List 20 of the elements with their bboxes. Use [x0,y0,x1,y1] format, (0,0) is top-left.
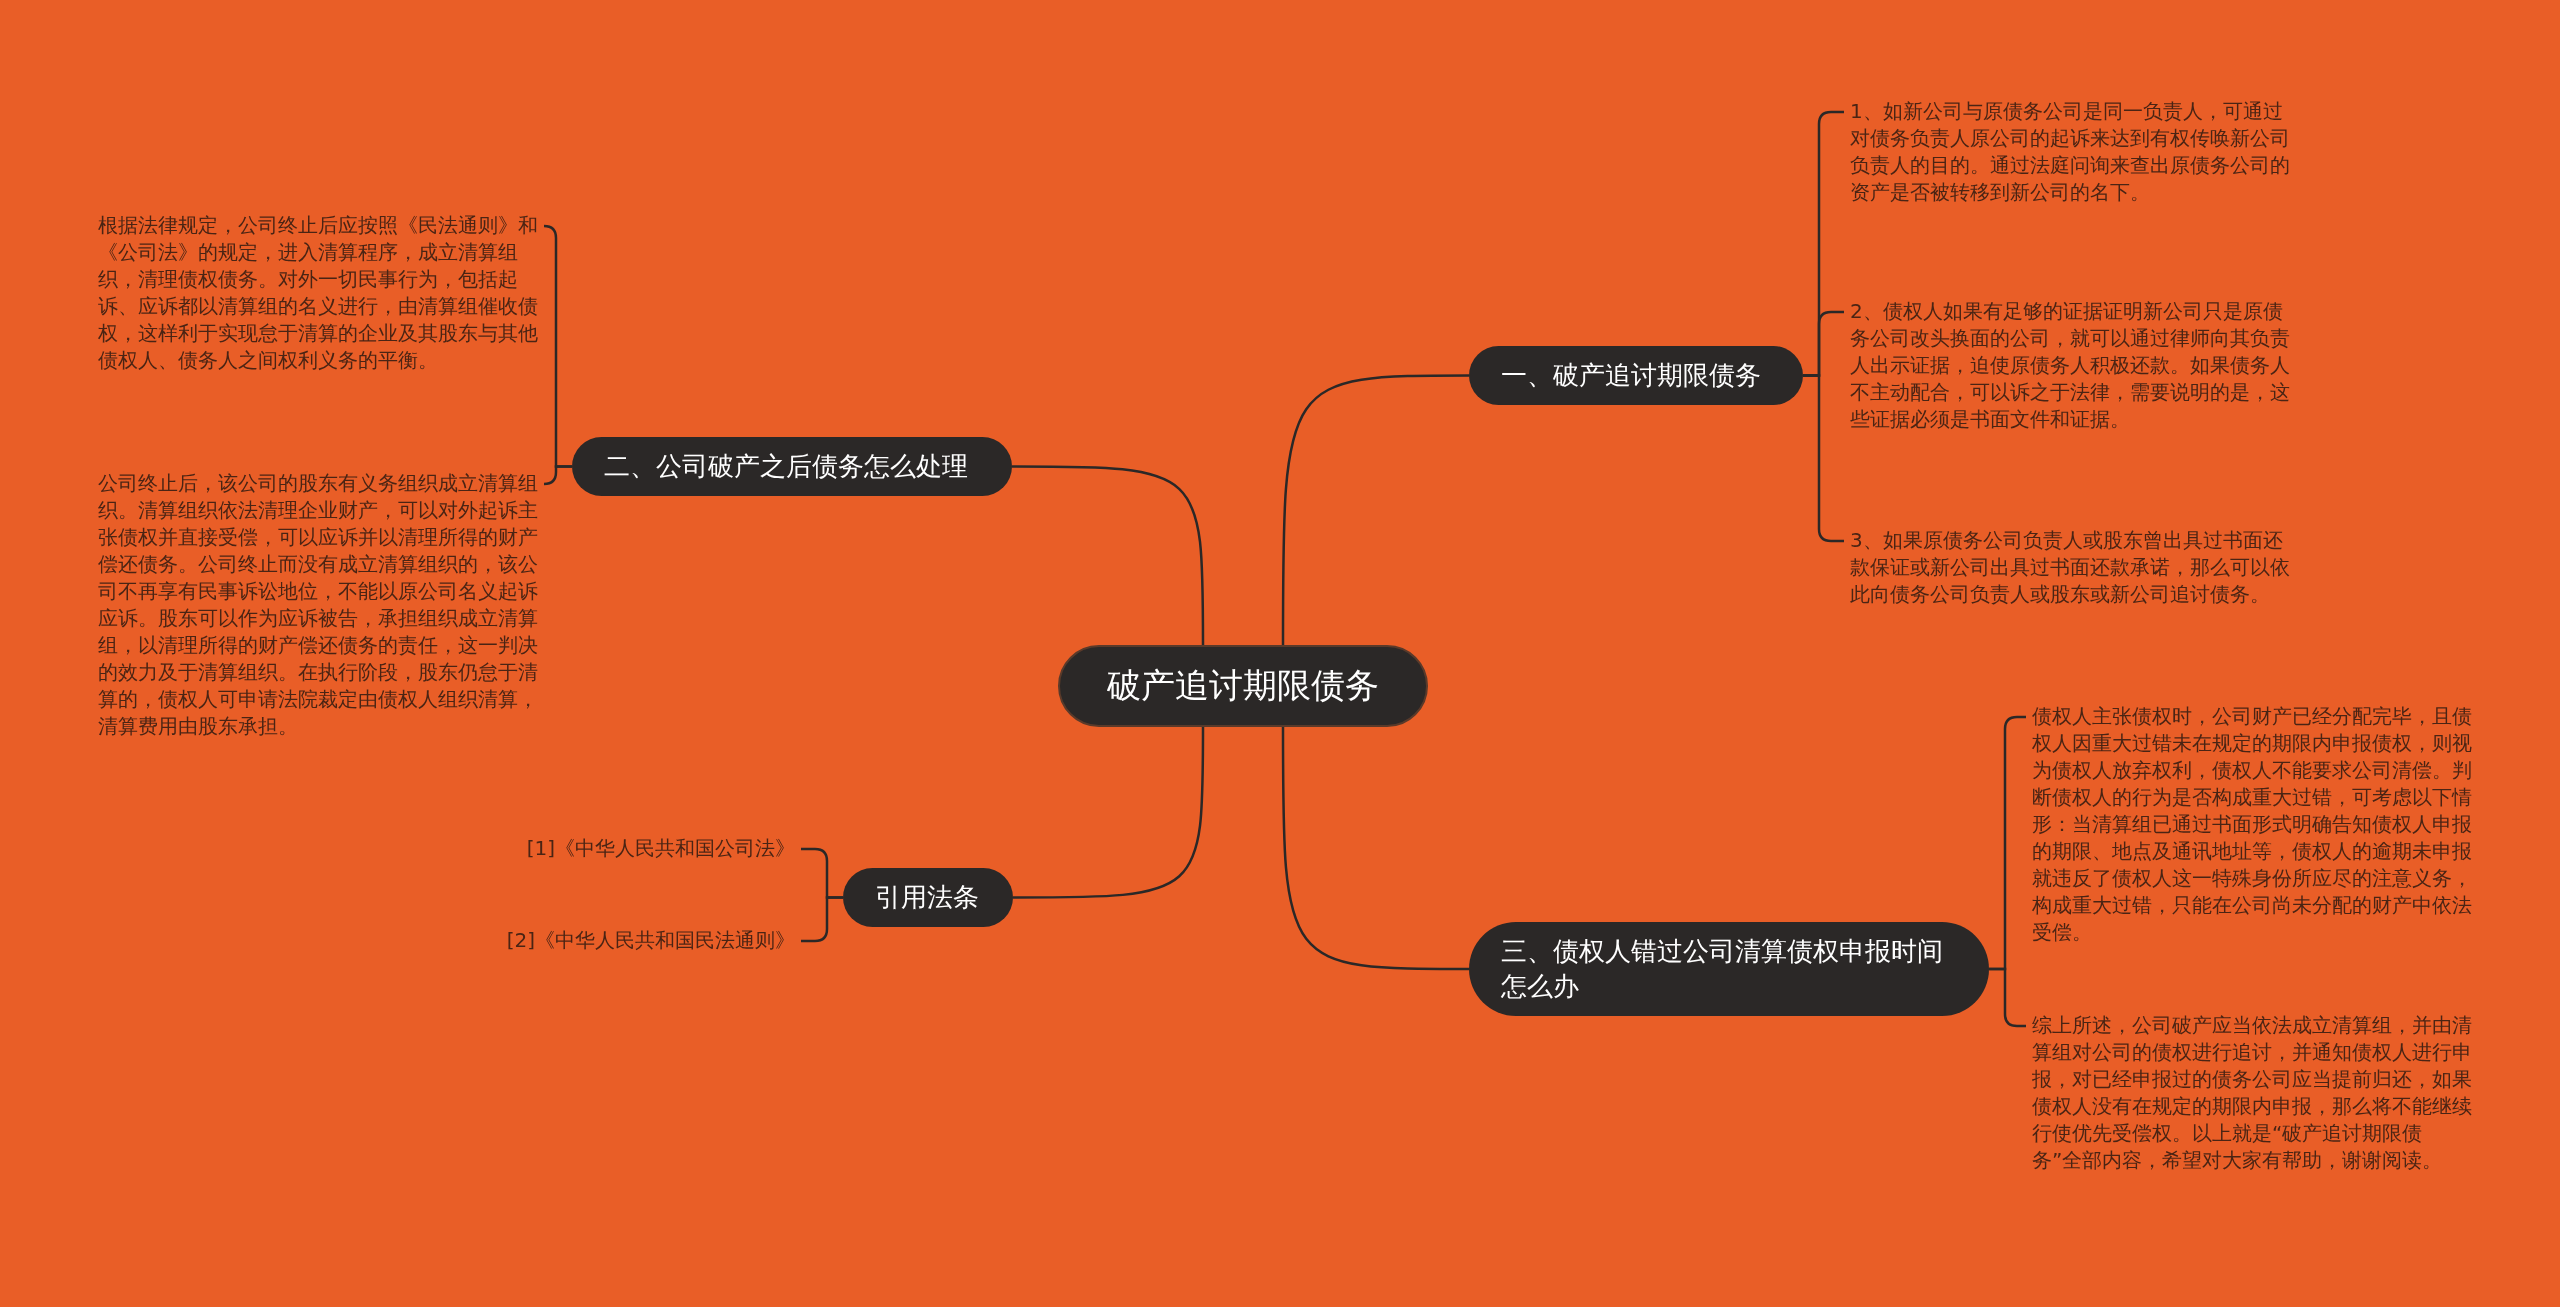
detail-text: 综上所述，公司破产应当依法成立清算组，并由清算组对公司的债权进行追讨，并通知债权人进行申报，对已经申报过的债务公司应当提前归还，如果债权人没有在规定的期限内申报，那么将不能继续行使优先受偿权。以上就是“破产追讨期限债务”全部内容，希望对大家有帮助，谢谢阅读。 [2032,1012,2472,1174]
detail-text: 债权人主张债权时，公司财产已经分配完毕，且债权人因重大过错未在规定的期限内申报债权，则视为债权人放弃权利，债权人不能要求公司清偿。判断债权人的行为是否构成重大过错，可考虑以下情形：当清算组已通过书面形式明确告知债权人申报的期限、地点及通讯地址等，债权人的逾期未申报就违反了债权人这一特殊身份所应尽的注意义务，构成重大过错，只能在公司尚未分配的财产中依法受偿。 [2032,703,2472,946]
connector-line [801,896,843,943]
connector-line [1013,726,1205,899]
detail-text: 2、债权人如果有足够的证据证明新公司只是原债务公司改头换面的公司，就可以通过律师向其负责人出示证据，迫使原债务人积极还款。如果债务人不主动配合，可以诉之于法律，需要说明的是，这些证据必须是书面文件和证据。 [1850,298,2290,433]
connector-line [1281,726,1469,971]
connector-line [1281,374,1469,645]
branch-topic: 一、破产追讨期限债务 [1469,346,1803,406]
branch-topic: 三、债权人错过公司清算债权申报时间怎么办 [1469,922,1989,1017]
citation-text: [2]《中华人民共和国民法通则》 [440,927,795,954]
detail-text: 根据法律规定，公司终止后应按照《民法通则》和《公司法》的规定，进入清算程序，成立清算组织，清理债权债务。对外一切民事行为，包括起诉、应诉都以清算组的名义进行，由清算组催收债权，这样利于实现怠于清算的企业及其股东与其他债权人、债务人之间权利义务的平衡。 [98,212,538,374]
connector-line [1012,465,1205,645]
branch-topic: 引用法条 [843,868,1013,928]
detail-text: 3、如果原债务公司负责人或股东曾出具过书面还款保证或新公司出具过书面还款承诺，那么可以依此向债务公司负责人或股东或新公司追讨债务。 [1850,527,2290,608]
citation-text: [1]《中华人民共和国公司法》 [440,835,795,862]
central-topic: 破产追讨期限债务 [1058,645,1428,727]
branch-topic: 二、公司破产之后债务怎么处理 [572,437,1012,497]
detail-text: 公司终止后，该公司的股东有义务组织成立清算组织。清算组织依法清理企业财产，可以对外起诉主张债权并直接受偿，可以应诉并以清理所得的财产偿还债务。公司终止而没有成立清算组织的，该公司不再享有民事诉讼地位，不能以原公司名义起诉应诉。股东可以作为应诉被告，承担组织成立清算组，以清理所得的财产偿还债务的责任，这一判决的效力及于清算组织。在执行阶段，股东仍怠于清算的，债权人可申请法院裁定由债权人组织清算，清算费用由股东承担。 [98,470,538,740]
detail-text: 1、如新公司与原债务公司是同一负责人，可通过对债务负责人原公司的起诉来达到有权传唤新公司负责人的目的。通过法庭问询来查出原债务公司的资产是否被转移到新公司的名下。 [1850,98,2290,206]
connector-line [542,465,572,486]
